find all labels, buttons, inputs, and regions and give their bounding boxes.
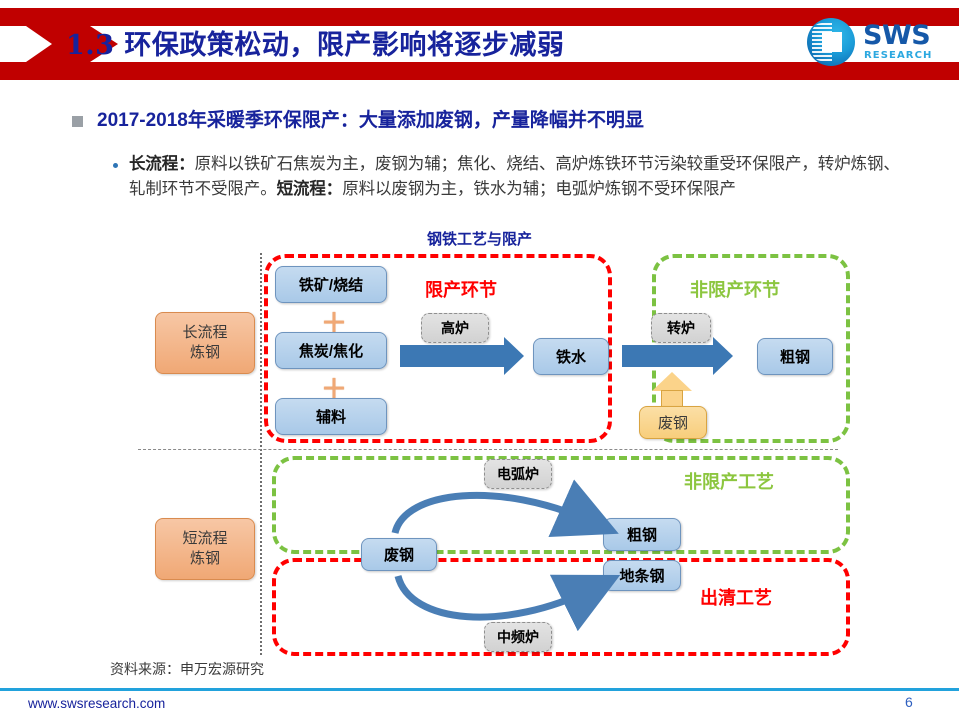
header-top-band [0, 8, 959, 26]
source-note: 资料来源：申万宏源研究 [110, 661, 264, 677]
primary-bullet: 2017-2018年采暖季环保限产：大量添加废钢，产量降幅并不明显 [72, 108, 644, 134]
node-crude-steel-top: 粗钢 [757, 338, 833, 375]
node-iron-ore: 铁矿/烧结 [275, 266, 387, 303]
node-blast-furnace: 高炉 [421, 313, 489, 343]
footer-divider [0, 688, 959, 691]
arrow-hot-metal-to-crude-steel [622, 337, 733, 375]
zone-label-unrestricted-process: 非限产工艺 [684, 472, 774, 492]
footer-url[interactable]: www.swsresearch.com [28, 696, 166, 711]
sws-logo-mark-icon [807, 18, 855, 66]
node-ditiaogang: 地条钢 [603, 560, 681, 591]
arrow-ore-to-hot-metal [400, 337, 524, 375]
node-eaf: 电弧炉 [484, 459, 552, 489]
zone-unrestricted-process [272, 456, 850, 554]
short-route-desc: 原料以废钢为主，铁水为辅；电弧炉炼钢不受环保限产 [342, 180, 736, 198]
node-scrap-top: 废钢 [639, 406, 707, 439]
sws-research-logo: SWS RESEARCH [807, 18, 945, 68]
zone-label-cleared-process: 出清工艺 [700, 588, 772, 608]
secondary-bullet-text: 长流程：原料以铁矿石焦炭为主，废钢为辅；焦化、烧结、高炉炼铁环节污染较重受环保限… [129, 152, 903, 202]
arrow-scrap-head [652, 372, 692, 391]
long-route-desc: 原料以铁矿石焦炭为主，废钢为辅；焦化、烧结、高炉炼铁环节污染较重受环保限产，转炉… [129, 155, 900, 198]
slide-header: 1.3 环保政策松动，限产影响将逐步减弱 SWS RESEARCH [0, 0, 959, 88]
node-coke: 焦炭/焦化 [275, 332, 387, 369]
node-hot-metal: 铁水 [533, 338, 609, 375]
steel-process-diagram: 钢铁工艺与限产 限产环节 非限产环节 非限产工艺 出清工艺 长流程 炼钢 短流程… [0, 228, 959, 656]
diagram-title: 钢铁工艺与限产 [426, 231, 532, 248]
vertical-divider [260, 253, 262, 655]
plus-icon-1: ＋ [321, 308, 348, 338]
primary-bullet-text: 2017-2018年采暖季环保限产：大量添加废钢，产量降幅并不明显 [97, 110, 644, 131]
header-bottom-band [0, 62, 959, 80]
square-bullet-icon [72, 116, 83, 127]
node-flux: 辅料 [275, 398, 387, 435]
horizontal-divider [138, 449, 838, 450]
secondary-bullet: 长流程：原料以铁矿石焦炭为主，废钢为辅；焦化、烧结、高炉炼铁环节污染较重受环保限… [113, 152, 903, 202]
logo-wordmark: SWS [863, 20, 931, 51]
zone-label-restricted-stage: 限产环节 [425, 280, 497, 300]
plus-icon-2: ＋ [321, 374, 348, 404]
node-crude-steel-bot: 粗钢 [603, 518, 681, 551]
zone-cleared-process [272, 558, 850, 656]
round-bullet-icon [113, 163, 118, 168]
node-scrap-bot: 废钢 [361, 538, 437, 571]
node-induction-furnace: 中频炉 [484, 622, 552, 652]
logo-subtitle: RESEARCH [864, 50, 933, 61]
zone-label-unrestricted-stage: 非限产环节 [690, 280, 780, 300]
route-label-short-line1: 短流程 [182, 530, 228, 547]
route-label-short-line2: 炼钢 [189, 550, 220, 567]
route-label-long-line1: 长流程 [182, 324, 228, 341]
zone-restricted-stage [264, 254, 612, 443]
node-converter: 转炉 [651, 313, 711, 343]
short-route-label: 短流程： [276, 180, 343, 198]
page-number: 6 [905, 694, 913, 710]
long-route-label: 长流程： [129, 155, 195, 173]
route-label-short: 短流程 炼钢 [155, 518, 255, 580]
route-label-long-line2: 炼钢 [189, 344, 220, 361]
page-title: 1.3 环保政策松动，限产影响将逐步减弱 [66, 30, 565, 61]
route-label-long: 长流程 炼钢 [155, 312, 255, 374]
